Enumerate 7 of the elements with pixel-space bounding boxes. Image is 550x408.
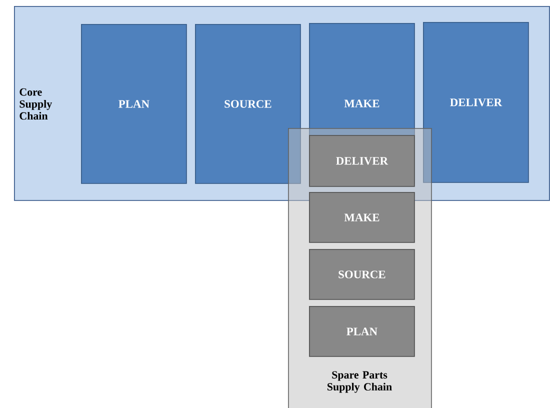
process-box: DELIVER (309, 135, 415, 187)
process-box: DELIVER (423, 22, 529, 183)
process-box: MAKE (309, 192, 415, 243)
process-box: SOURCE (195, 24, 301, 184)
process-box: PLAN (309, 306, 415, 357)
process-box: SOURCE (309, 249, 415, 300)
process-box: PLAN (81, 24, 187, 184)
